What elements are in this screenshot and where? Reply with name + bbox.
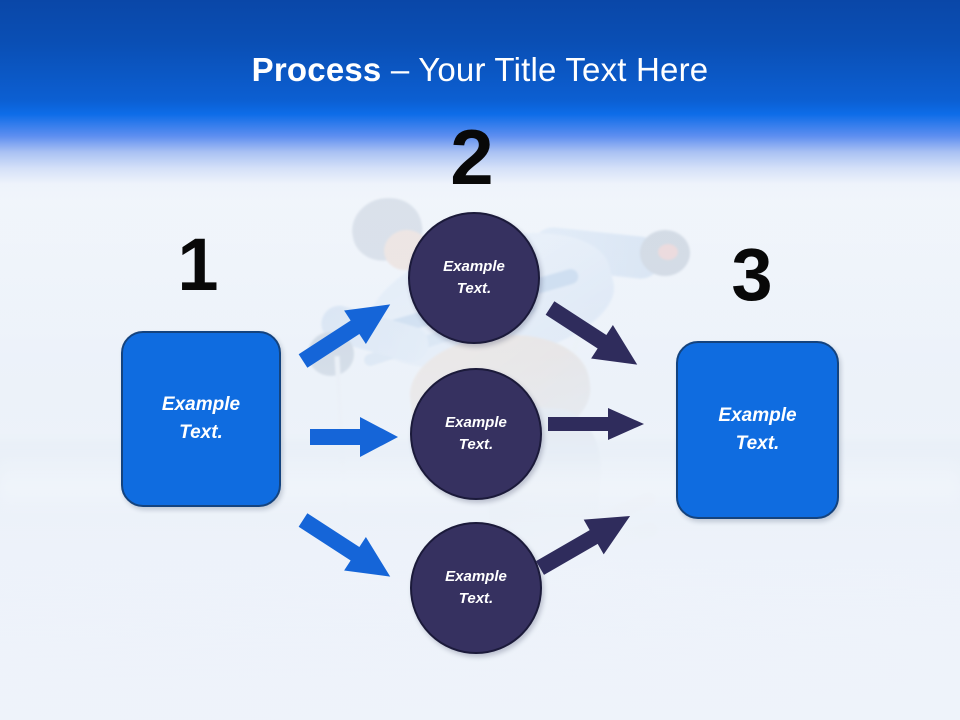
process-box-right[interactable]: Example Text. [676, 341, 839, 519]
process-box-right-line1: Example [718, 405, 797, 426]
step-number-2: 2 [450, 113, 494, 201]
arrow-left-to-top [292, 288, 401, 378]
process-circle-middle[interactable]: Example Text. [410, 368, 542, 500]
process-box-right-text: Example Text. [718, 402, 796, 458]
process-circle-top-line2: Text. [456, 280, 492, 297]
process-box-right-line2: Text. [735, 433, 780, 454]
title-separator: – [381, 51, 419, 88]
title-banner [0, 0, 960, 200]
arrow-top-to-right [539, 291, 648, 381]
arrow-middle-to-right [548, 408, 644, 440]
arrow-left-to-bottom [292, 503, 401, 593]
title-light-part: Your Title Text Here [418, 51, 709, 88]
process-circle-bottom-line1: Example [445, 568, 507, 585]
step-number-1: 1 [177, 223, 219, 306]
process-circle-top-text: Example Text. [443, 256, 505, 300]
process-box-left-line2: Text. [179, 422, 223, 443]
process-circle-top[interactable]: Example Text. [408, 212, 540, 344]
process-circle-bottom-line2: Text. [458, 590, 494, 607]
title-bold-part: Process [251, 51, 382, 88]
process-circle-middle-line2: Text. [458, 436, 494, 453]
step-number-3: 3 [731, 233, 773, 316]
page-title: Process – Your Title Text Here [0, 48, 960, 92]
process-circle-bottom[interactable]: Example Text. [410, 522, 542, 654]
process-circle-middle-line1: Example [445, 414, 507, 431]
process-box-left-text: Example Text. [162, 391, 240, 447]
process-circle-bottom-text: Example Text. [445, 566, 507, 610]
process-box-left[interactable]: Example Text. [121, 331, 281, 507]
arrow-left-to-middle [310, 417, 398, 457]
process-circle-top-line1: Example [443, 258, 505, 275]
process-circle-middle-text: Example Text. [445, 412, 507, 456]
arrow-bottom-to-right [530, 499, 640, 586]
process-box-left-line1: Example [161, 394, 241, 415]
